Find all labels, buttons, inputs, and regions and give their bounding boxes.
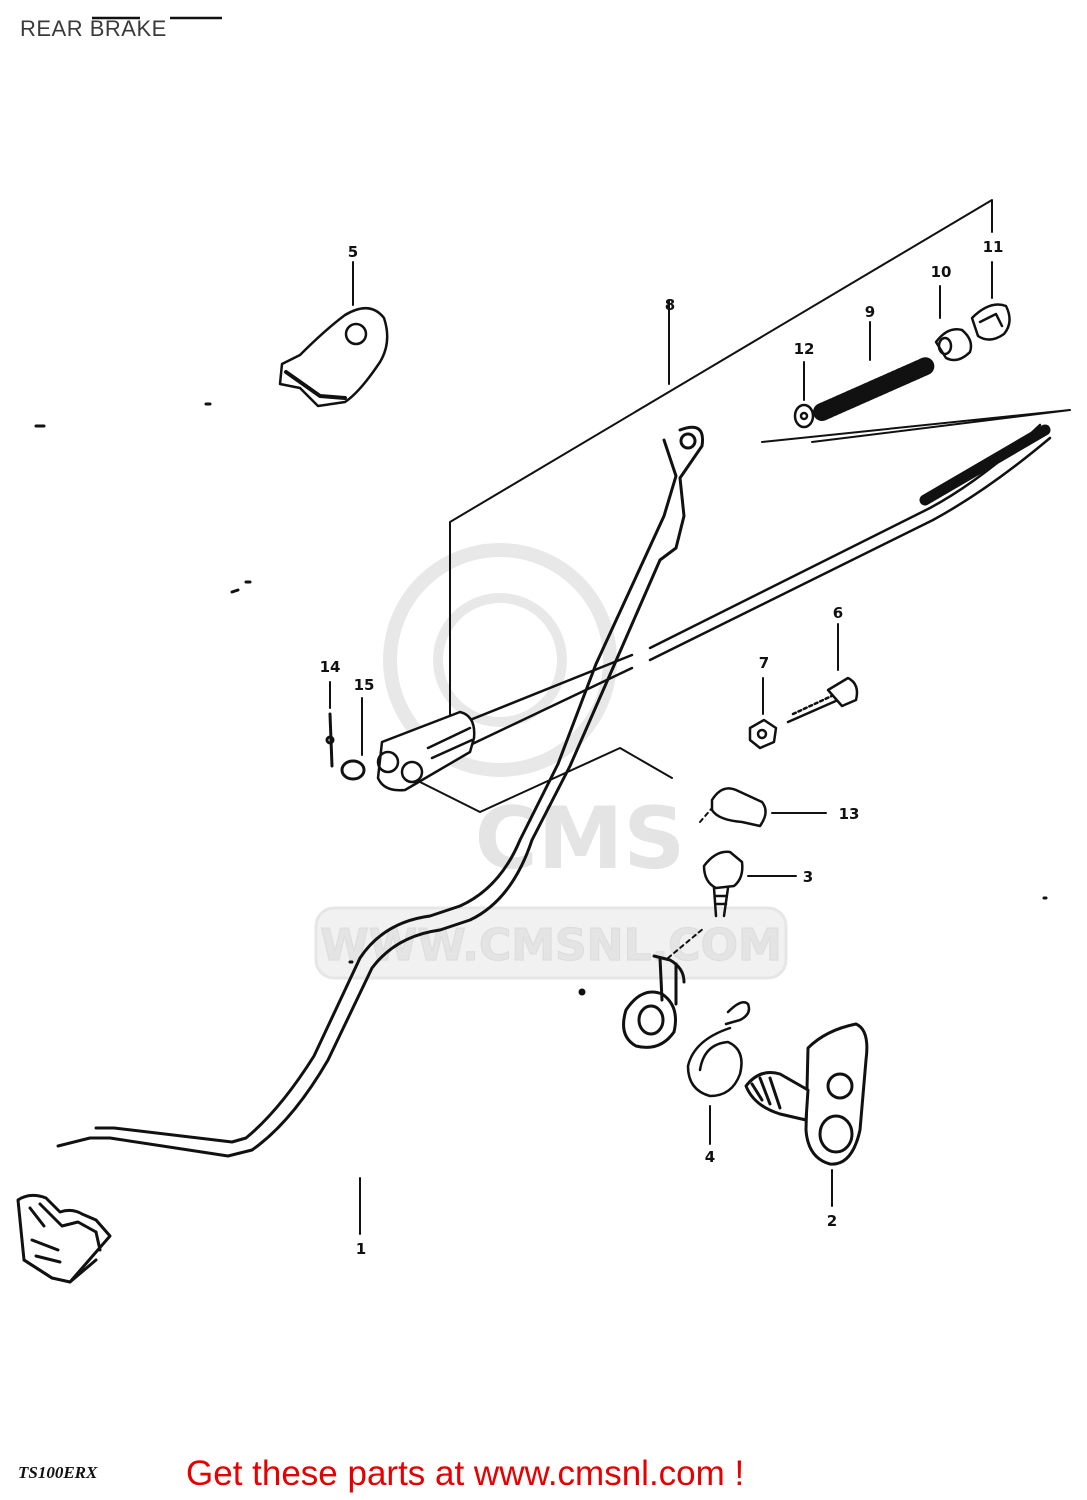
part-labels: 5 8 11 10 9 12 6 7 14 15 13 3 4 2 1 bbox=[320, 238, 1004, 1258]
part-9-spring bbox=[813, 321, 935, 421]
footer-parts-link[interactable]: Get these parts at www.cmsnl.com ! bbox=[186, 1454, 745, 1493]
part-3-bolt bbox=[702, 850, 797, 918]
part-11-nut bbox=[970, 261, 1011, 341]
model-code: TS100ERX bbox=[18, 1463, 98, 1482]
part-1-pedal-tip bbox=[16, 1193, 112, 1284]
watermark: CMS WWW.CMSNL.COM bbox=[314, 543, 788, 980]
part-label-6: 6 bbox=[833, 604, 843, 622]
part-label-3: 3 bbox=[803, 868, 813, 886]
part-label-9: 9 bbox=[865, 303, 875, 321]
scan-dots bbox=[34, 402, 1048, 964]
part-12-washer bbox=[793, 361, 815, 429]
part-label-1: 1 bbox=[356, 1240, 366, 1258]
part-4-return-spring bbox=[686, 1001, 751, 1145]
part-8-brake-rod bbox=[463, 423, 1052, 748]
part-label-12: 12 bbox=[794, 340, 815, 358]
part-13-pin bbox=[710, 787, 827, 828]
watermark-url: WWW.CMSNL.COM bbox=[320, 920, 782, 971]
watermark-brand: CMS bbox=[475, 789, 686, 889]
part-label-2: 2 bbox=[827, 1212, 837, 1230]
page-title: REAR BRAKE bbox=[20, 16, 167, 41]
part-10-joint bbox=[934, 285, 973, 362]
part-label-7: 7 bbox=[759, 654, 769, 672]
part-2-pivot-plate bbox=[744, 1022, 869, 1207]
part-5-bracket bbox=[278, 261, 389, 408]
part-label-10: 10 bbox=[931, 263, 952, 281]
part-label-13: 13 bbox=[839, 805, 860, 823]
part-1-brake-pedal bbox=[56, 425, 705, 1235]
part-label-5: 5 bbox=[348, 243, 358, 261]
part-label-14: 14 bbox=[320, 658, 341, 676]
part-label-11: 11 bbox=[983, 238, 1004, 256]
part-7-nut bbox=[748, 677, 778, 750]
part-14-cotter-pin bbox=[325, 681, 335, 768]
part-label-8: 8 bbox=[665, 296, 675, 314]
part-6-bolt bbox=[786, 623, 859, 724]
part-8-clevis bbox=[376, 710, 476, 792]
part-label-4: 4 bbox=[705, 1148, 715, 1166]
part-15-washer bbox=[340, 697, 366, 781]
assembly-leader-lines bbox=[449, 199, 1071, 723]
part-label-15: 15 bbox=[354, 676, 375, 694]
